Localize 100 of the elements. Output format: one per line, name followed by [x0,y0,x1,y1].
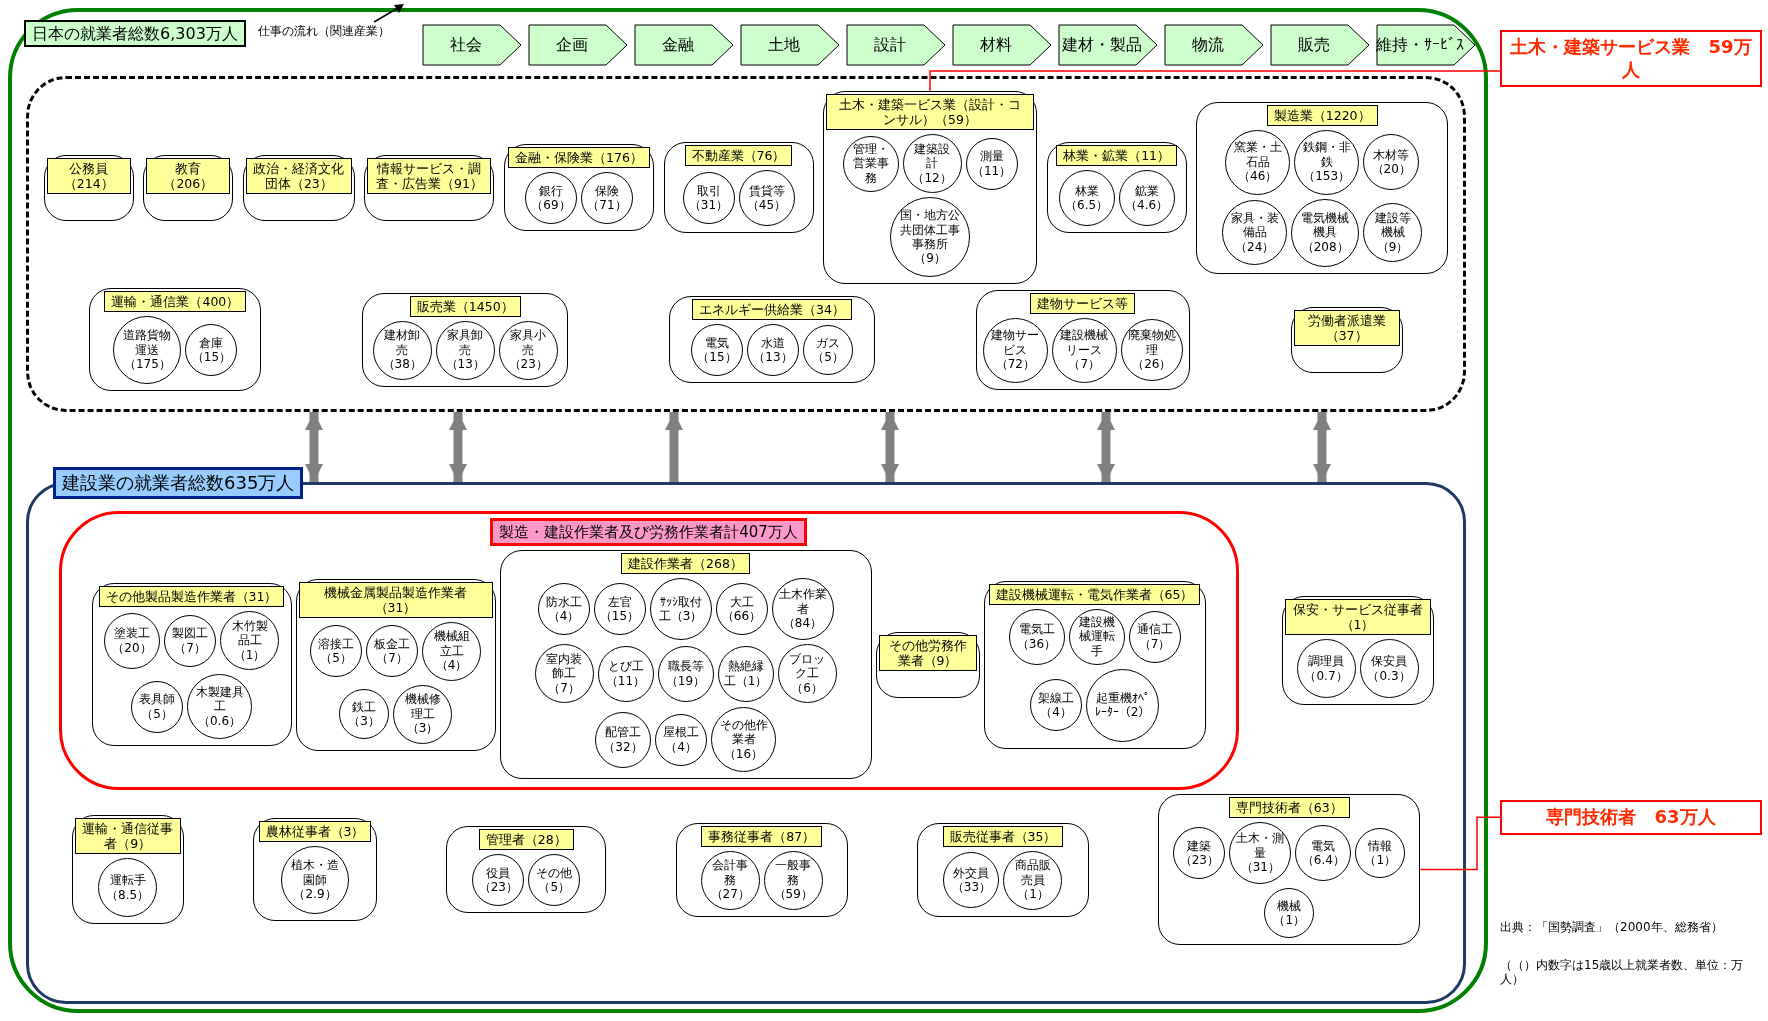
flow-step-box [422,24,522,66]
category-label: 銀行（69） [530,183,572,213]
flow-step-box [634,24,734,66]
category-label: 室内装飾工（7） [545,651,583,696]
callout-text: 専門技術者 63万人 [1546,806,1716,829]
group-heading: 林業・鉱業（11） [1056,145,1178,166]
category-outline [1290,306,1403,373]
flow-step-label: 販売 [1298,34,1331,56]
category-circle [131,680,183,733]
source-note: 出典：「国勢調査」（2000年、総務省） [1500,920,1724,935]
total-label: 建設業の就業者総数635万人 [53,467,304,499]
category-label: 鉄鋼・非鉄（153） [1301,140,1352,184]
group-heading: 機械金属製品製造作業者（31） [298,581,493,618]
group-outline [295,578,496,751]
group-heading: 土木・建築一ビス業（設計・コンサル）（59） [826,94,1035,130]
category-label: 建材卸売（38） [381,328,423,372]
category-label: 架線工（4） [1037,690,1075,720]
category-label: 商品販売員（1） [1013,858,1052,902]
category-label: 家具・装備品（24） [1229,210,1280,255]
group-outline [975,289,1190,390]
category-circle [339,689,389,739]
group-outline [362,292,569,387]
group-outline [503,144,654,231]
double-arrow [1097,412,1115,482]
flow-step-label: 企画 [556,34,589,56]
flow-step-label: 土地 [768,34,801,56]
category-circle [164,614,216,667]
group-heading: 公務員（214） [46,157,131,194]
group-heading: 管理者（28） [478,829,574,850]
group-heading: 農林従事者（3） [258,821,372,842]
category-circle [1173,827,1226,879]
category-label: 建物サービス（72） [990,328,1041,372]
category-label: 情報（1） [1363,838,1398,868]
group-heading: 教育（206） [146,157,231,194]
group-heading: 金融・保険業（176） [508,147,650,168]
category-label: 廃棄物処理（26） [1126,328,1177,372]
category-label: ブロック工（6） [788,651,826,696]
flow-step-box [952,24,1052,66]
category-label: 建築（23） [1178,838,1220,868]
category-label: 窯業・土石品（46） [1232,140,1283,184]
category-label: 鉄工（3） [347,699,381,729]
category-label: 製図工（7） [171,626,209,655]
category-circle [498,320,558,380]
outer-boundary [8,8,1488,1013]
group-heading: その他製品製造作業者（31） [98,586,285,607]
category-label: 水道（13） [752,335,794,365]
group-outline [253,818,377,921]
category-label: 大工（66） [720,594,763,624]
category-label: 運転手（8.5） [105,873,151,902]
group-heading: 運輸・通信業（400） [104,291,247,312]
category-label: 植木・造園師（2.9） [290,858,340,902]
group-outline [499,550,872,779]
group-outline [71,815,184,924]
group-outline [1196,101,1449,274]
group-heading: 事務従事者（87） [701,825,823,847]
category-circle [472,854,525,906]
category-label: 家具小売（23） [507,328,549,372]
flow-step-box [1376,24,1476,66]
category-label: 屋根工（4） [662,725,700,754]
group-heading: 建物サービス等 [1030,292,1136,314]
group-outline [1046,142,1187,233]
category-label: 熱絶縁工（1） [723,659,768,688]
category-circle [1030,679,1082,731]
category-circle [580,172,633,224]
group-outline [1158,794,1421,945]
category-circle [682,172,735,224]
group-heading: 建設機械運転・電気作業者（65） [988,583,1201,605]
category-label: ガス（5） [811,335,845,365]
group-outline [669,296,875,383]
flow-step-label: 設計 [874,34,907,56]
group-heading: 労働者派遣業（37） [1293,309,1400,346]
double-arrow [881,412,899,482]
group-outline [1281,596,1434,705]
category-label: 建設等機械（9） [1373,210,1412,255]
flow-caption: 仕事の流れ（関連産業） [258,24,391,39]
group-outline [663,142,814,233]
category-label: 国・地方公共団体工事事務所（9） [899,208,962,266]
category-circle [366,625,418,677]
flow-step-box [528,24,628,66]
flow-step-label: 物流 [1192,34,1225,56]
category-circle [1264,888,1315,938]
source-note: （（）内数字は15歳以上就業者数、単位：万人） [1500,958,1745,987]
group-outline [89,288,262,391]
group-heading: 製造業（1220） [1266,104,1378,126]
group-heading: 不動産業（76） [684,145,793,166]
group-outline [983,580,1206,749]
flow-step-label: 社会 [450,34,483,56]
category-label: 機械（1） [1272,898,1307,928]
category-label: 土木・測量（31） [1235,831,1286,875]
heading-box: 製造・建設作業者及び労務作業者計407万人 [490,518,807,546]
flow-step-label: 材料 [980,34,1013,56]
double-arrow [449,412,467,482]
flow-step-box [740,24,840,66]
flow-step-box [1164,24,1264,66]
category-outline [43,154,134,221]
category-circle [593,583,646,635]
category-circle [310,625,362,677]
category-label: 林業（6.5） [1064,183,1110,213]
category-label: 管理・営業事務 [851,141,890,186]
flow-step-box [1270,24,1370,66]
